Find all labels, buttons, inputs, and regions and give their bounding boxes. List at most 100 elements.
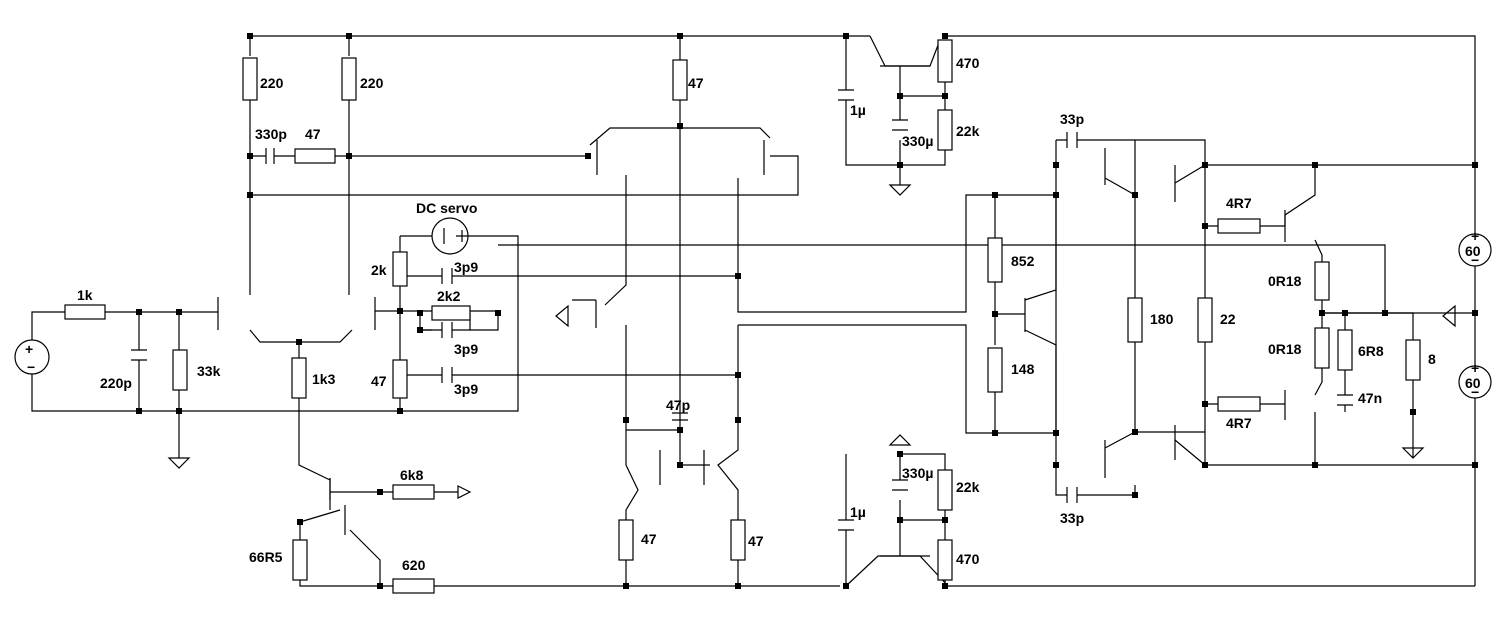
resistors xyxy=(64,39,1421,594)
res-2k2 xyxy=(431,305,471,321)
res-1k xyxy=(64,304,106,320)
res-47-fb xyxy=(392,359,408,399)
wires xyxy=(31,35,1476,587)
label-220p: 220p xyxy=(100,375,132,391)
label-470-top: 470 xyxy=(956,55,980,71)
label-33k: 33k xyxy=(197,363,221,379)
label-22k-top: 22k xyxy=(956,123,980,139)
label-330p: 330p xyxy=(255,126,287,142)
label-3p9-a: 3p9 xyxy=(454,259,478,275)
label-852: 852 xyxy=(1011,253,1035,269)
svg-text:−: − xyxy=(1471,384,1479,400)
label-4R7-bot: 4R7 xyxy=(1226,415,1252,431)
supply-bottom-label: 60 xyxy=(1465,375,1481,391)
label-47p: 47p xyxy=(666,397,690,413)
cap-33p-top xyxy=(1066,132,1078,148)
label-0R18-bot: 0R18 xyxy=(1268,341,1302,357)
ground-filter-top xyxy=(888,184,912,196)
res-22k-top xyxy=(937,109,953,151)
signal-source: + − xyxy=(14,339,50,375)
label-620: 620 xyxy=(402,557,426,573)
supply-bottom: + 60 − xyxy=(1458,360,1492,400)
label-2k: 2k xyxy=(371,262,387,278)
res-47-br xyxy=(730,519,746,561)
res-22k-bot xyxy=(937,469,953,511)
res-47-top xyxy=(672,59,688,101)
res-620 xyxy=(392,578,435,594)
grounds xyxy=(167,184,1456,499)
label-33p-bot: 33p xyxy=(1060,510,1084,526)
label-6k8: 6k8 xyxy=(400,467,424,483)
ground-cascode xyxy=(555,304,569,328)
cap-220p xyxy=(131,349,147,361)
label-330u-bot: 330µ xyxy=(902,465,933,481)
ground-load xyxy=(1401,447,1425,459)
cap-330u-top xyxy=(892,119,908,131)
res-470-bot xyxy=(937,539,953,581)
cap-47p xyxy=(672,412,688,421)
label-3p9-b: 3p9 xyxy=(454,341,478,357)
res-6k8 xyxy=(392,484,435,500)
label-0R18-top: 0R18 xyxy=(1268,273,1302,289)
cap-3p9-a xyxy=(441,268,453,284)
labels: DC servo 1k 220p 33k 220 220 330p 47 1k3… xyxy=(77,55,1436,573)
cap-3p9-c xyxy=(441,367,453,383)
cap-1u-top xyxy=(838,89,854,101)
ground-filter-bot xyxy=(888,434,912,446)
label-3p9-c: 3p9 xyxy=(454,381,478,397)
svg-text:+: + xyxy=(1471,360,1479,376)
label-2k2: 2k2 xyxy=(437,288,461,304)
res-4R7-bot xyxy=(1217,396,1261,412)
svg-text:+: + xyxy=(1471,228,1479,244)
res-148 xyxy=(987,347,1003,393)
label-47-comp: 47 xyxy=(305,126,321,142)
label-1u-bot: 1µ xyxy=(850,504,866,520)
label-1u-top: 1µ xyxy=(850,102,866,118)
label-4R7-top: 4R7 xyxy=(1226,195,1252,211)
label-148: 148 xyxy=(1011,361,1035,377)
res-220-right xyxy=(341,57,357,101)
svg-text:−: − xyxy=(1471,252,1479,268)
res-47-bl xyxy=(618,519,634,561)
label-1k: 1k xyxy=(77,287,93,303)
res-47-comp xyxy=(294,148,336,164)
ground-6k8 xyxy=(457,485,472,499)
label-47n: 47n xyxy=(1358,390,1382,406)
transistors xyxy=(217,65,1286,557)
res-6R8 xyxy=(1337,329,1353,371)
res-66R5 xyxy=(292,539,308,581)
res-220-left xyxy=(242,57,258,101)
ground-input xyxy=(167,457,191,469)
label-220-right: 220 xyxy=(360,75,384,91)
res-2k xyxy=(392,251,408,287)
res-22 xyxy=(1197,297,1213,343)
label-47-fb: 47 xyxy=(371,373,387,389)
res-4R7-top xyxy=(1217,218,1261,234)
label-47-bl: 47 xyxy=(641,531,657,547)
supply-top: + 60 − xyxy=(1458,228,1492,268)
res-180 xyxy=(1127,297,1143,343)
label-47-top: 47 xyxy=(688,75,704,91)
label-330u-top: 330µ xyxy=(902,133,933,149)
res-1k3 xyxy=(291,357,307,399)
cap-1u-bot xyxy=(838,519,854,531)
res-0R18-top xyxy=(1314,261,1330,301)
label-66R5: 66R5 xyxy=(249,549,283,565)
cap-330p xyxy=(265,148,275,164)
title-dc-servo: DC servo xyxy=(416,200,477,216)
svg-text:−: − xyxy=(27,359,35,375)
dc-servo-block xyxy=(431,217,469,255)
label-22k-bot: 22k xyxy=(956,479,980,495)
label-1k3: 1k3 xyxy=(312,371,336,387)
svg-text:+: + xyxy=(25,341,33,357)
res-33k xyxy=(172,349,188,391)
cap-47n xyxy=(1337,394,1353,406)
label-470-bot: 470 xyxy=(956,551,980,567)
cap-33p-bot xyxy=(1066,487,1078,503)
label-180: 180 xyxy=(1150,311,1174,327)
cap-3p9-b xyxy=(441,322,453,338)
junctions xyxy=(136,33,1478,589)
label-220-left: 220 xyxy=(260,75,284,91)
label-6R8: 6R8 xyxy=(1358,343,1384,359)
